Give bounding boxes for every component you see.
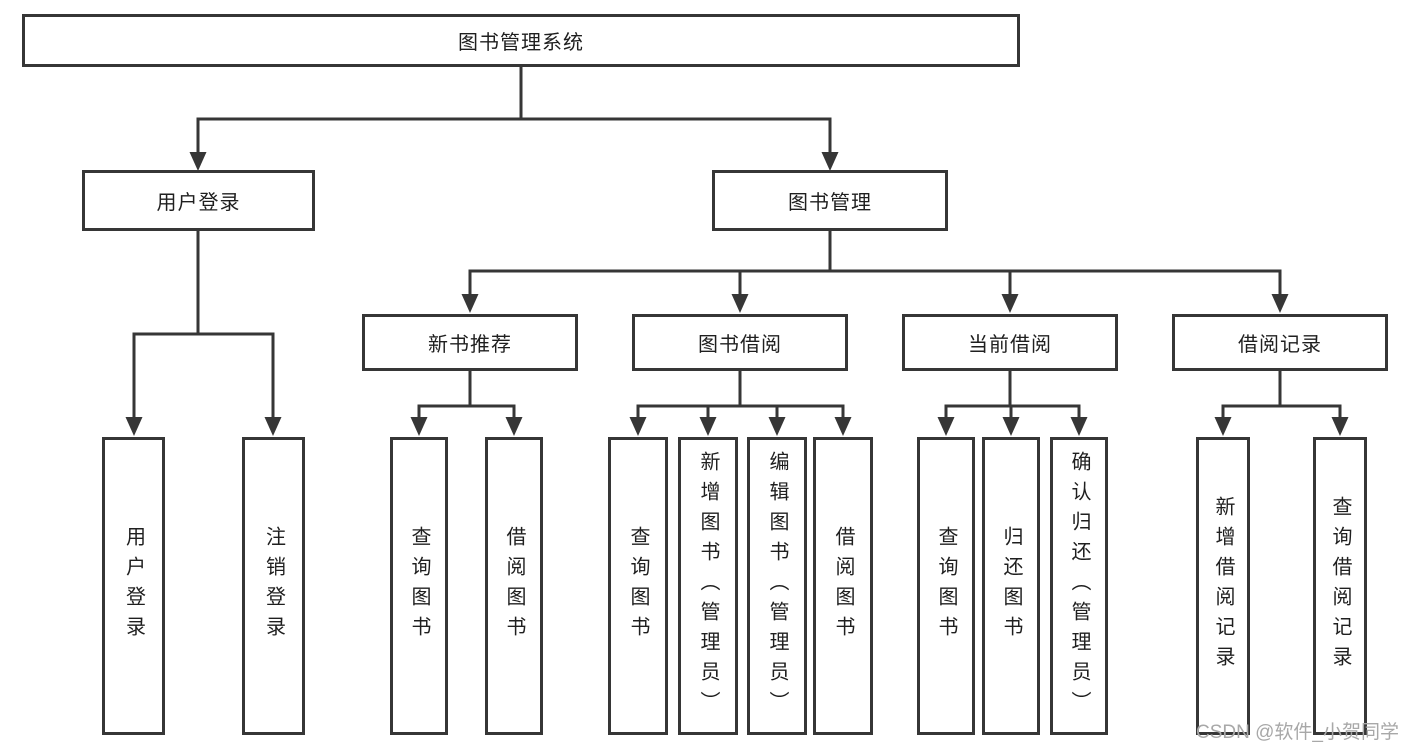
- node-book-borrowing: 图书借阅: [632, 314, 848, 371]
- node-label: 新书推荐: [428, 334, 512, 356]
- arrowhead-icon: [629, 417, 647, 436]
- arrowhead-icon: [731, 294, 749, 313]
- node-label: 用户登录: [122, 526, 145, 646]
- node-current-borrowing: 当前借阅: [902, 314, 1118, 371]
- node-query-books-current: 查询图书: [917, 437, 975, 735]
- node-query-books-borrow: 查询图书: [608, 437, 668, 735]
- node-label: 查询图书: [935, 526, 957, 646]
- node-label: 查询图书: [627, 526, 649, 646]
- node-label: 图书借阅: [698, 334, 782, 356]
- node-user-login-group: 用户登录: [82, 170, 315, 231]
- connector-root-split: [196, 66, 832, 158]
- csdn-watermark: CSDN @软件_小贺同学: [1196, 722, 1399, 743]
- arrowhead-icon: [125, 417, 143, 436]
- node-add-borrow-record: 新增借阅记录: [1196, 437, 1250, 735]
- arrowhead-icon: [1331, 417, 1349, 436]
- arrowhead-icon: [768, 417, 786, 436]
- node-borrow-books: 借阅图书: [813, 437, 873, 735]
- arrowhead-icon: [1271, 294, 1289, 313]
- arrowhead-icon: [1001, 294, 1019, 313]
- node-label: 归还图书: [1000, 526, 1022, 646]
- arrowhead-icon: [834, 417, 852, 436]
- arrowheads: [125, 152, 1349, 436]
- arrowhead-icon: [699, 417, 717, 436]
- node-logout: 注销登录: [242, 437, 305, 735]
- arrowhead-icon: [461, 294, 479, 313]
- arrowhead-icon: [410, 417, 428, 436]
- node-edit-books-admin: 编辑图书（管理员）: [747, 437, 807, 735]
- connector-borrow-record-split: [1221, 370, 1342, 424]
- connector-book-borrow-split: [636, 370, 845, 424]
- arrowhead-icon: [505, 417, 523, 436]
- connector-new-book-split: [417, 370, 516, 424]
- node-return-books: 归还图书: [982, 437, 1040, 735]
- node-label: 注销登录: [262, 526, 285, 646]
- node-book-management: 图书管理: [712, 170, 948, 231]
- node-label: 借阅图书: [503, 526, 525, 646]
- node-label: 查询借阅记录: [1329, 496, 1351, 676]
- connector-user-login-split: [132, 230, 275, 422]
- node-confirm-return-admin: 确认归还（管理员）: [1050, 437, 1108, 735]
- node-label: 借阅图书: [832, 526, 854, 646]
- node-label: 确认归还（管理员）: [1068, 451, 1090, 721]
- arrowhead-icon: [821, 152, 839, 171]
- arrowhead-icon: [1214, 417, 1232, 436]
- node-label: 借阅记录: [1238, 334, 1322, 356]
- node-label: 图书管理: [788, 192, 872, 214]
- arrowhead-icon: [1002, 417, 1020, 436]
- node-query-borrow-record: 查询借阅记录: [1313, 437, 1367, 735]
- node-label: 新增图书（管理员）: [697, 451, 719, 721]
- node-new-book-recommend: 新书推荐: [362, 314, 578, 371]
- node-query-books-recommend: 查询图书: [390, 437, 448, 735]
- connector-current-borrow-split: [944, 370, 1081, 424]
- node-label: 新增借阅记录: [1212, 496, 1234, 676]
- node-label: 编辑图书（管理员）: [766, 451, 788, 721]
- node-label: 查询图书: [408, 526, 430, 646]
- arrowhead-icon: [264, 417, 282, 436]
- node-label: 用户登录: [156, 192, 241, 214]
- arrowhead-icon: [189, 152, 207, 171]
- node-borrowing-records: 借阅记录: [1172, 314, 1388, 371]
- connector-book-mgmt-split: [468, 230, 1282, 300]
- node-library-management-system: 图书管理系统: [22, 14, 1020, 67]
- node-user-login: 用户登录: [102, 437, 165, 735]
- connector-lines: [132, 66, 1342, 424]
- arrowhead-icon: [1070, 417, 1088, 436]
- node-label: 当前借阅: [968, 334, 1052, 356]
- node-label: 图书管理系统: [458, 32, 584, 54]
- arrowhead-icon: [937, 417, 955, 436]
- node-borrow-books-recommend: 借阅图书: [485, 437, 543, 735]
- node-add-books-admin: 新增图书（管理员）: [678, 437, 738, 735]
